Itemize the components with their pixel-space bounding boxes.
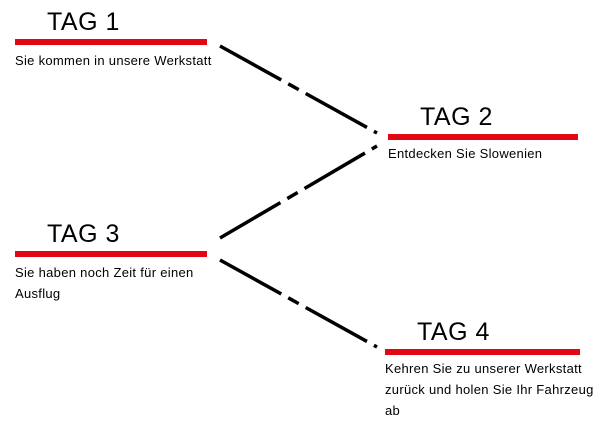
day-4-title: TAG 4	[417, 318, 490, 346]
connector-day3-day2	[219, 144, 378, 240]
day-1-accent-bar	[15, 39, 207, 45]
day-2-title: TAG 2	[420, 103, 493, 131]
day-1-title: TAG 1	[47, 8, 120, 36]
day-3-description: Sie haben noch Zeit für einen Ausflug	[15, 265, 194, 301]
day-4-accent-bar	[385, 349, 580, 355]
day-2-accent-bar	[388, 134, 578, 140]
connector-day3-day4	[219, 258, 378, 349]
day-3-accent-bar	[15, 251, 207, 257]
day-1-description: Sie kommen in unsere Werkstatt	[15, 53, 212, 68]
day-2-description: Entdecken Sie Slowenien	[388, 146, 543, 161]
day-3-title: TAG 3	[47, 220, 120, 248]
day-4-description: Kehren Sie zu unserer Werkstatt zurück u…	[385, 361, 594, 418]
connector-day1-day2	[219, 44, 378, 135]
